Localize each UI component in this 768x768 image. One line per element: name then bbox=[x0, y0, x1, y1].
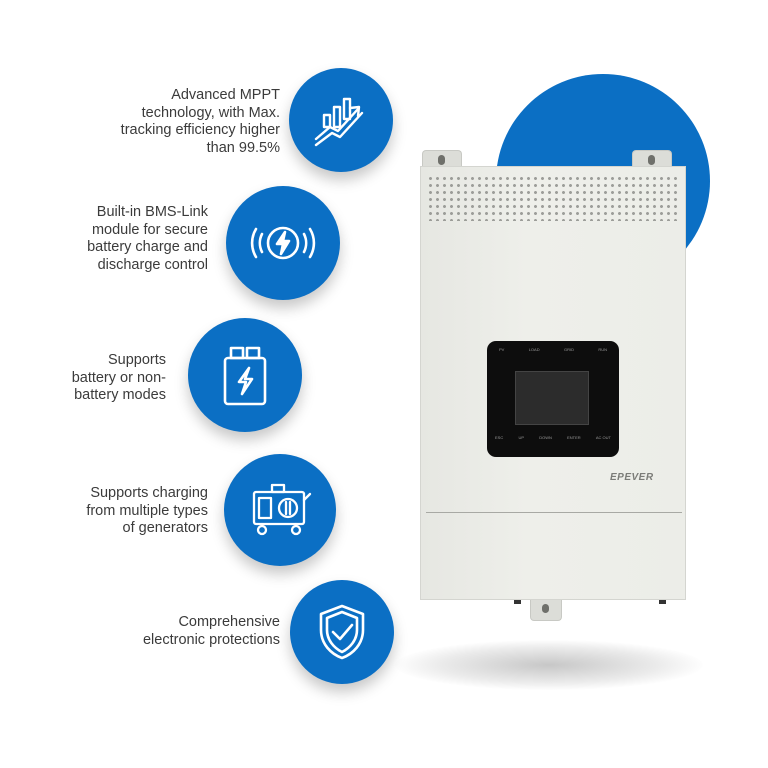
lcd-screen bbox=[515, 371, 589, 425]
ventilation-grille bbox=[427, 175, 679, 221]
mounting-bracket-bottom bbox=[530, 598, 562, 621]
feature-line: tracking efficiency higher bbox=[120, 122, 280, 138]
feature-line: Supports charging bbox=[90, 485, 208, 501]
case-seam bbox=[426, 512, 682, 513]
feature-line: of generators bbox=[122, 520, 208, 536]
feature-line: than 99.5% bbox=[206, 139, 280, 156]
led-label-load: LOAD bbox=[528, 347, 540, 352]
feature-text: Supports charging from multiple types of… bbox=[62, 485, 208, 538]
feature-line: from multiple types bbox=[86, 502, 208, 519]
lightning-signal-icon bbox=[226, 186, 340, 300]
key-label-esc: ESC bbox=[495, 435, 504, 440]
device-foot bbox=[659, 598, 666, 604]
battery-icon bbox=[188, 318, 302, 432]
key-label-ac-out: AC OUT bbox=[595, 435, 611, 440]
feature-line: battery or non- bbox=[71, 369, 166, 386]
feature-text: Built-in BMS-Link module for secure batt… bbox=[50, 204, 208, 274]
device-shadow bbox=[395, 640, 703, 690]
feature-line: Supports bbox=[107, 352, 166, 368]
feature-line: discharge control bbox=[97, 256, 208, 273]
feature-line: technology, with Max. bbox=[141, 104, 280, 121]
device-foot bbox=[514, 598, 521, 604]
feature-line: module for secure bbox=[91, 221, 208, 238]
feature-line: Advanced MPPT bbox=[171, 87, 280, 103]
inverter-device-image: PV LOAD GRID RUN ESC UP DOWN ENTER AC OU… bbox=[420, 166, 686, 600]
generator-icon bbox=[224, 454, 336, 566]
feature-line: Built-in BMS-Link bbox=[96, 204, 208, 220]
led-label-pv: PV bbox=[499, 347, 505, 352]
control-panel: PV LOAD GRID RUN ESC UP DOWN ENTER AC OU… bbox=[487, 341, 619, 457]
mounting-bracket-left bbox=[422, 150, 462, 171]
key-label-down: DOWN bbox=[539, 435, 552, 440]
feature-line: Comprehensive bbox=[178, 614, 280, 630]
feature-text: Advanced MPPT technology, with Max. trac… bbox=[86, 87, 280, 157]
shield-check-icon bbox=[290, 580, 394, 684]
key-label-enter: ENTER bbox=[567, 435, 581, 440]
brand-logo: EPEVER bbox=[610, 472, 654, 483]
trending-up-chart-icon bbox=[289, 68, 393, 172]
led-label-grid: GRID bbox=[563, 347, 574, 352]
feature-text: Comprehensive electronic protections bbox=[120, 614, 280, 649]
feature-text: Supports battery or non- battery modes bbox=[60, 352, 166, 405]
key-label-up: UP bbox=[518, 435, 524, 440]
feature-line: battery modes bbox=[74, 387, 166, 403]
feature-line: electronic protections bbox=[142, 631, 280, 648]
mounting-bracket-right bbox=[632, 150, 672, 171]
led-labels: PV LOAD GRID RUN bbox=[499, 347, 607, 352]
key-labels: ESC UP DOWN ENTER AC OUT bbox=[495, 435, 611, 440]
led-label-run: RUN bbox=[598, 347, 607, 352]
feature-line: battery charge and bbox=[87, 239, 208, 255]
